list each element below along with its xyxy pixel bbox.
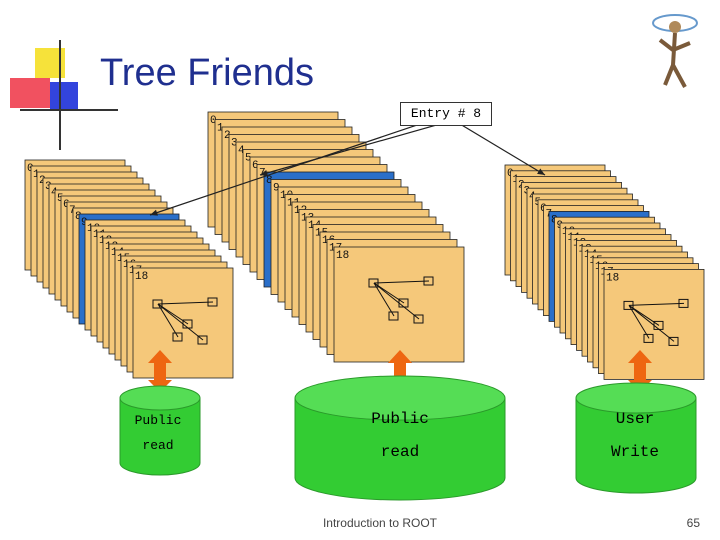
db-right-line1: User bbox=[615, 410, 655, 428]
tree-edge bbox=[157, 303, 179, 338]
tree-node bbox=[643, 333, 654, 343]
tree-node bbox=[207, 297, 218, 307]
tree-edge bbox=[628, 305, 675, 342]
stack-left-card-label: 1 bbox=[33, 169, 40, 181]
tree-node bbox=[423, 276, 434, 286]
tree-node bbox=[623, 300, 634, 310]
stack-center-card-label: 1 bbox=[217, 123, 224, 135]
corner-squares-graphic bbox=[10, 40, 118, 150]
entry-pointer-arrowhead bbox=[260, 169, 268, 176]
entry-pointer-arrowhead bbox=[537, 168, 545, 175]
read-write-arrow bbox=[148, 350, 172, 392]
tree-edge bbox=[373, 282, 420, 320]
tree-edge bbox=[628, 305, 650, 339]
stack-left-card-label: 6 bbox=[63, 199, 70, 211]
tree-edge bbox=[373, 280, 430, 284]
stack-left-card-label: 0 bbox=[27, 163, 34, 175]
stack-center-card-label: 2 bbox=[224, 130, 231, 142]
stack-center-card-label: 8 bbox=[266, 175, 273, 187]
stack-left-card-label: 18 bbox=[135, 271, 148, 283]
tree-edge bbox=[628, 302, 685, 306]
tree-edge bbox=[373, 282, 395, 317]
tree-edge bbox=[157, 303, 204, 341]
entry-pointer-line bbox=[259, 123, 441, 176]
tree-node bbox=[197, 335, 208, 345]
stack-center-card-label: 6 bbox=[252, 160, 259, 172]
tree-node bbox=[678, 298, 689, 308]
stack-left-card-label: 8 bbox=[75, 211, 82, 223]
tree-node bbox=[368, 278, 379, 288]
stack-right-card-label: 18 bbox=[606, 272, 619, 284]
tree-node bbox=[413, 314, 424, 324]
db-center-line2: read bbox=[380, 443, 420, 461]
tree-node bbox=[152, 299, 163, 309]
tree-node bbox=[398, 298, 409, 308]
database-center-top bbox=[294, 375, 506, 421]
stack-center-card-label: 9 bbox=[273, 183, 280, 195]
database-left bbox=[119, 397, 201, 476]
db-left-line1: Public bbox=[134, 413, 182, 428]
stack-center-card-label: 0 bbox=[210, 115, 217, 127]
entry-label: Entry # 8 bbox=[400, 102, 492, 126]
tree-node bbox=[172, 332, 183, 342]
stack-left-card-label: 2 bbox=[39, 175, 46, 187]
root-logo-icon bbox=[652, 14, 698, 88]
database-right-top bbox=[575, 382, 697, 414]
database-center bbox=[294, 397, 506, 501]
slide-title: Tree Friends bbox=[100, 52, 314, 94]
database-right bbox=[575, 397, 697, 494]
footer-text: Introduction to ROOT bbox=[322, 516, 438, 530]
stack-left-card-label: 4 bbox=[51, 187, 58, 199]
tree-edge bbox=[157, 301, 214, 305]
stack-center-card-label: 4 bbox=[238, 145, 245, 157]
database-left-top bbox=[119, 385, 201, 411]
stack-center-card-label: 5 bbox=[245, 153, 252, 165]
db-left-line2: read bbox=[142, 438, 174, 453]
stack-left-card-label: 7 bbox=[69, 205, 76, 217]
read-write-arrow bbox=[628, 350, 652, 392]
stack-left-card-label: 9 bbox=[81, 217, 88, 229]
tree-node bbox=[388, 311, 399, 321]
page-number: 65 bbox=[686, 516, 700, 530]
tree-node bbox=[653, 320, 664, 330]
tree-node bbox=[182, 319, 193, 329]
stack-center-card-label: 3 bbox=[231, 138, 238, 150]
entry-pointer-line bbox=[149, 123, 421, 216]
stack-left-card-label: 3 bbox=[45, 181, 52, 193]
entry-pointer-line bbox=[459, 123, 546, 176]
db-center-line1: Public bbox=[371, 410, 429, 428]
entry-pointer-arrowhead bbox=[150, 209, 158, 216]
tree-node bbox=[668, 336, 679, 346]
stack-left-card-label: 5 bbox=[57, 193, 64, 205]
stack-center-card-label: 18 bbox=[336, 250, 349, 262]
db-right-line2: Write bbox=[610, 443, 659, 461]
